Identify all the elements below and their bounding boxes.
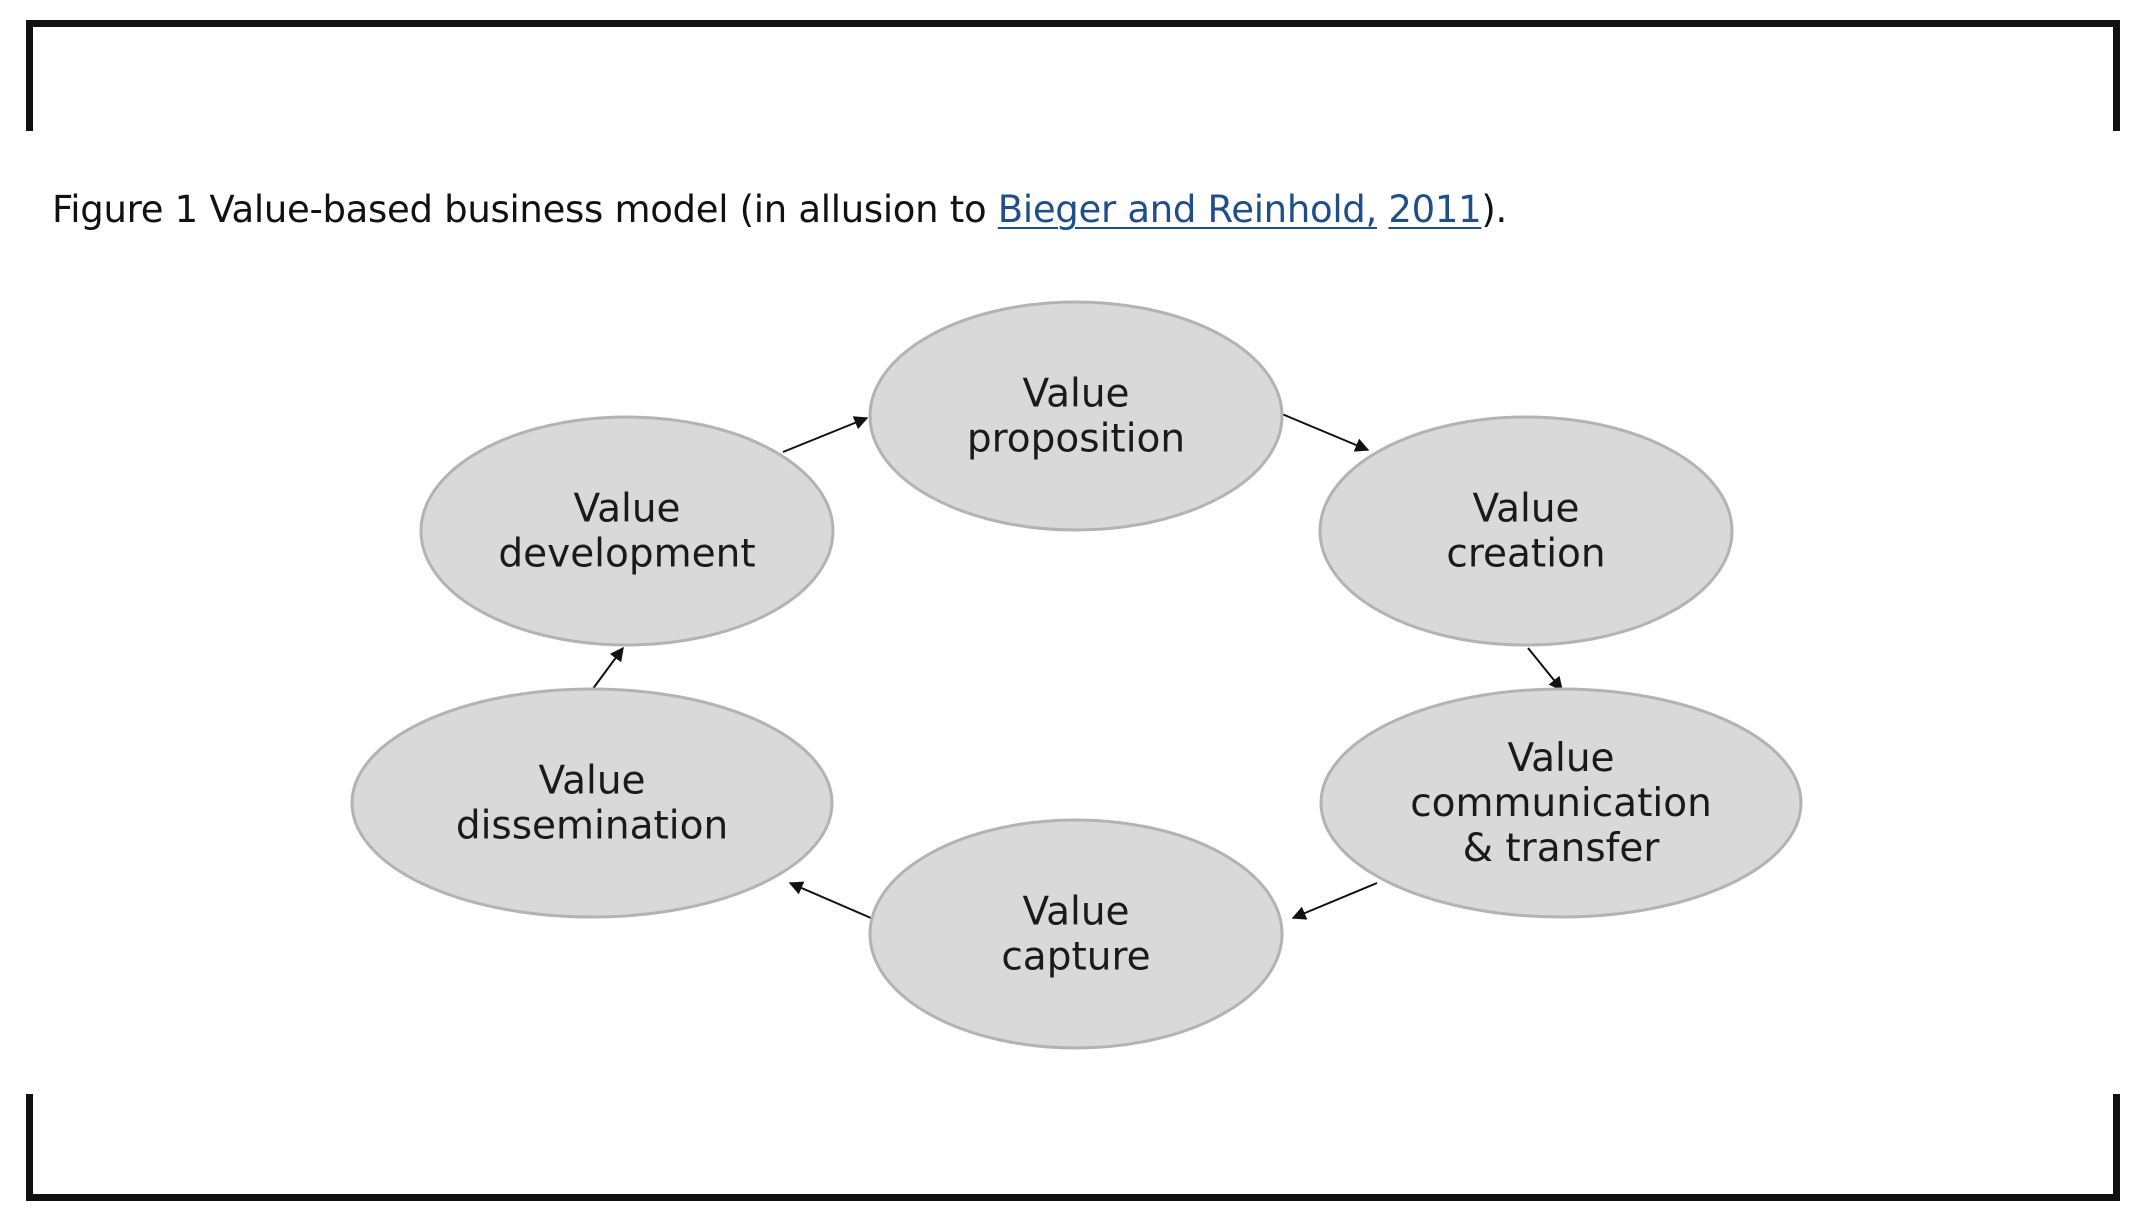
arrow-communication-to-capture	[1291, 882, 1378, 920]
node-label-communication-line-2: communication	[1410, 781, 1712, 826]
arrow-capture-to-dissemination	[788, 881, 872, 919]
node-label-proposition-line-2: proposition	[967, 417, 1185, 462]
caption-prefix: Figure 1 Value-based business model (in …	[52, 188, 998, 231]
arrow-creation-to-communication	[1527, 647, 1563, 692]
frame-bottom-bracket	[26, 1094, 2120, 1201]
citation-link-year[interactable]: 2011	[1388, 188, 1482, 231]
node-ellipse-creation	[1318, 415, 1734, 647]
node-ellipse-development	[419, 415, 835, 647]
node-label-proposition-line-1: Value	[1022, 372, 1129, 417]
node-label-creation-line-2: creation	[1446, 532, 1605, 577]
node-label-dissemination-line-1: Value	[538, 759, 645, 804]
figure-caption: Figure 1 Value-based business model (in …	[52, 188, 1507, 231]
frame-top-bracket	[26, 20, 2120, 131]
node-label-dissemination-line-2: dissemination	[456, 804, 728, 849]
node-label-development-line-2: development	[498, 532, 755, 577]
node-label-communication-line-1: Value	[1507, 736, 1614, 781]
arrow-proposition-to-creation	[1281, 413, 1370, 452]
arrow-dissemination-to-development	[591, 646, 624, 691]
node-label-development-line-1: Value	[573, 487, 680, 532]
arrow-development-to-proposition	[782, 416, 869, 453]
node-label-capture-line-1: Value	[1022, 890, 1129, 935]
citation-link-authors[interactable]: Bieger and Reinhold,	[997, 188, 1377, 231]
node-ellipse-communication	[1319, 687, 1803, 919]
node-label-communication-line-3: & transfer	[1463, 826, 1661, 871]
node-ellipse-proposition	[868, 300, 1284, 532]
node-label-creation-line-1: Value	[1472, 487, 1579, 532]
node-ellipse-dissemination	[350, 687, 834, 919]
caption-suffix: ).	[1481, 188, 1507, 231]
node-ellipse-capture	[868, 818, 1284, 1050]
node-label-capture-line-2: capture	[1001, 935, 1150, 980]
